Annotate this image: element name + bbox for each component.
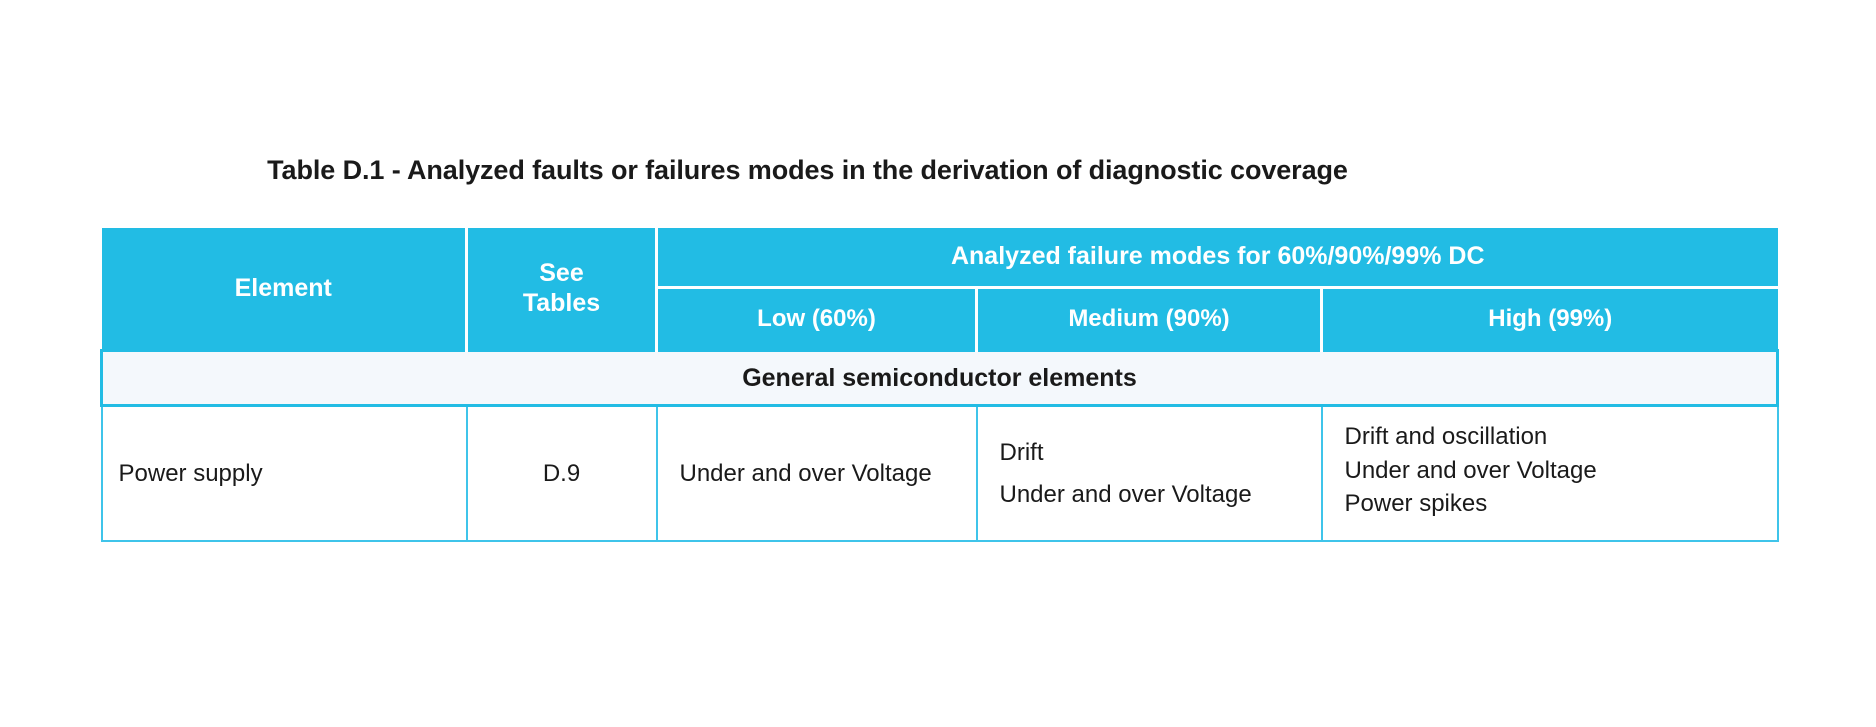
high-failure-mode-item: Power spikes (1344, 490, 1488, 518)
column-header-see-tables-line1: See (539, 259, 584, 287)
high-failure-mode-list: Drift and oscillation Under and over Vol… (1345, 423, 1767, 518)
diagnostic-coverage-table: Element See Tables Analyzed failure mode… (100, 228, 1779, 542)
section-title-general-semiconductor-elements: General semiconductor elements (100, 349, 1779, 407)
cell-high-failure-modes: Drift and oscillation Under and over Vol… (1320, 404, 1779, 542)
table-row: Power supply D.9 Under and over Voltage … (100, 404, 1779, 542)
table-body: General semiconductor elements Power sup… (100, 349, 1779, 542)
column-header-low: Low (60%) (656, 287, 978, 351)
medium-failure-mode-item: Under and over Voltage (999, 480, 1252, 508)
cell-medium-failure-modes: Drift Under and over Voltage (975, 404, 1323, 542)
high-failure-mode-item: Drift and oscillation (1344, 423, 1548, 451)
column-header-high: High (99%) (1321, 287, 1778, 351)
cell-low-failure-modes: Under and over Voltage (655, 404, 978, 542)
column-header-medium: Medium (90%) (976, 287, 1323, 351)
section-header-row: General semiconductor elements (100, 349, 1779, 407)
column-header-see-tables: See Tables (466, 228, 658, 351)
column-header-element: Element (101, 228, 468, 351)
table-header-row-sub: Low (60%) Medium (90%) High (99%) (102, 287, 1778, 351)
medium-failure-mode-item: Drift (999, 438, 1044, 466)
medium-failure-mode-list: Drift Under and over Voltage (1000, 439, 1311, 508)
page-title: Table D.1 - Analyzed faults or failures … (267, 155, 1348, 185)
low-failure-mode-item: Under and over Voltage (679, 459, 932, 487)
low-failure-mode-list: Under and over Voltage (680, 460, 966, 488)
cell-see-tables-reference: D.9 (465, 404, 658, 542)
table-header: Element See Tables Analyzed failure mode… (101, 228, 1778, 351)
high-failure-mode-item: Under and over Voltage (1344, 456, 1597, 484)
cell-element-power-supply: Power supply (100, 404, 468, 542)
table-header-row-top: Element See Tables Analyzed failure mode… (101, 228, 1778, 351)
column-header-see-tables-line2: Tables (522, 288, 601, 317)
column-group-header-analyzed-failure-modes: Analyzed failure modes for 60%/90%/99% D… (656, 228, 1778, 289)
